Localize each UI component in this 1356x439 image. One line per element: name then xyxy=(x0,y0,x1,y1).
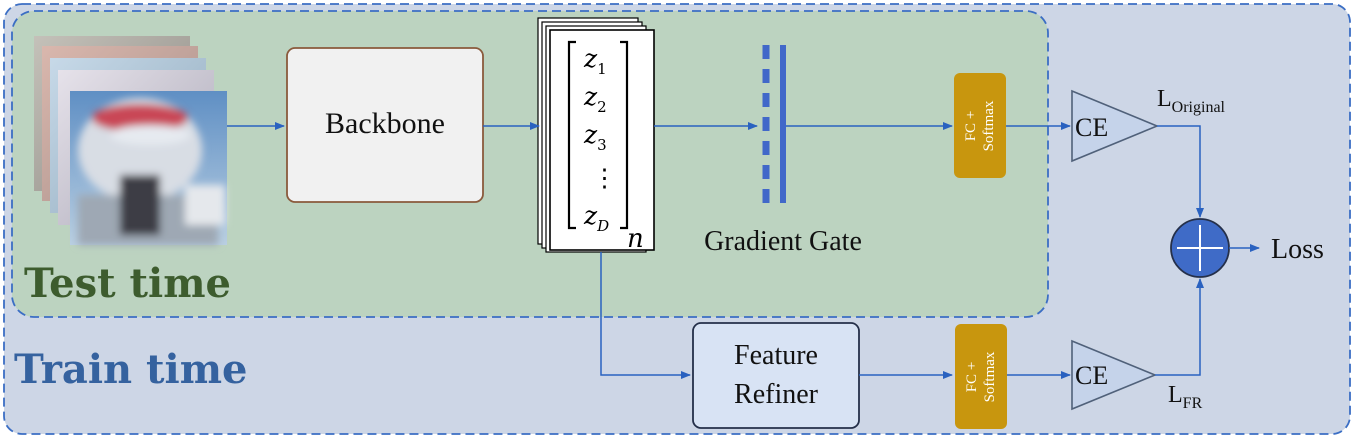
feature-vector-stack: z1 z2 z3 ⋮ zD n xyxy=(537,17,655,254)
feature-zD: zD xyxy=(583,201,609,235)
feature-refiner-label-line1: Feature xyxy=(734,340,818,371)
svg-text:FC +: FC + xyxy=(964,362,980,393)
fc-softmax-lower-label: FC + Softmax xyxy=(964,351,998,402)
test-time-label: Test time xyxy=(24,260,231,307)
gradient-gate-label: Gradient Gate xyxy=(704,226,862,257)
loss-fr-label: LFR xyxy=(1168,382,1203,412)
feature-count-n: n xyxy=(627,224,644,254)
feature-z1: z1 xyxy=(583,44,607,78)
arrow-features-to-refiner xyxy=(600,252,691,379)
fc-softmax-upper xyxy=(954,73,1006,178)
backbone-label: Backbone xyxy=(325,107,445,140)
fc-softmax-upper-label: FC + Softmax xyxy=(963,100,997,151)
input-image-stack xyxy=(34,36,227,245)
feature-vdots: ⋮ xyxy=(592,163,617,192)
ce-upper-label: CE xyxy=(1075,113,1108,142)
airplane-photo xyxy=(70,91,227,245)
feature-z2: z2 xyxy=(583,82,607,116)
arrow-ce-lower-to-sum xyxy=(1155,278,1204,376)
ce-lower xyxy=(1071,339,1158,411)
fc-softmax-lower xyxy=(955,324,1007,429)
ce-upper xyxy=(1071,89,1160,163)
backbone-block xyxy=(286,47,484,203)
sum-node xyxy=(1170,218,1230,278)
train-time-label: Train time xyxy=(14,346,248,393)
feature-refiner-label-line2: Refiner xyxy=(734,379,819,410)
svg-text:Softmax: Softmax xyxy=(981,100,997,151)
feature-refiner-block xyxy=(692,322,860,429)
feature-z3: z3 xyxy=(583,120,607,154)
arrow-ce-upper-to-sum xyxy=(1157,125,1204,218)
connections xyxy=(227,122,1260,379)
loss-output-label: Loss xyxy=(1271,234,1324,265)
gradient-gate xyxy=(762,45,786,203)
svg-text:FC +: FC + xyxy=(963,111,979,142)
ce-lower-label: CE xyxy=(1075,361,1108,390)
test-time-region xyxy=(11,10,1049,318)
svg-text:Softmax: Softmax xyxy=(982,351,998,402)
loss-original-label: LOriginal xyxy=(1157,86,1226,116)
